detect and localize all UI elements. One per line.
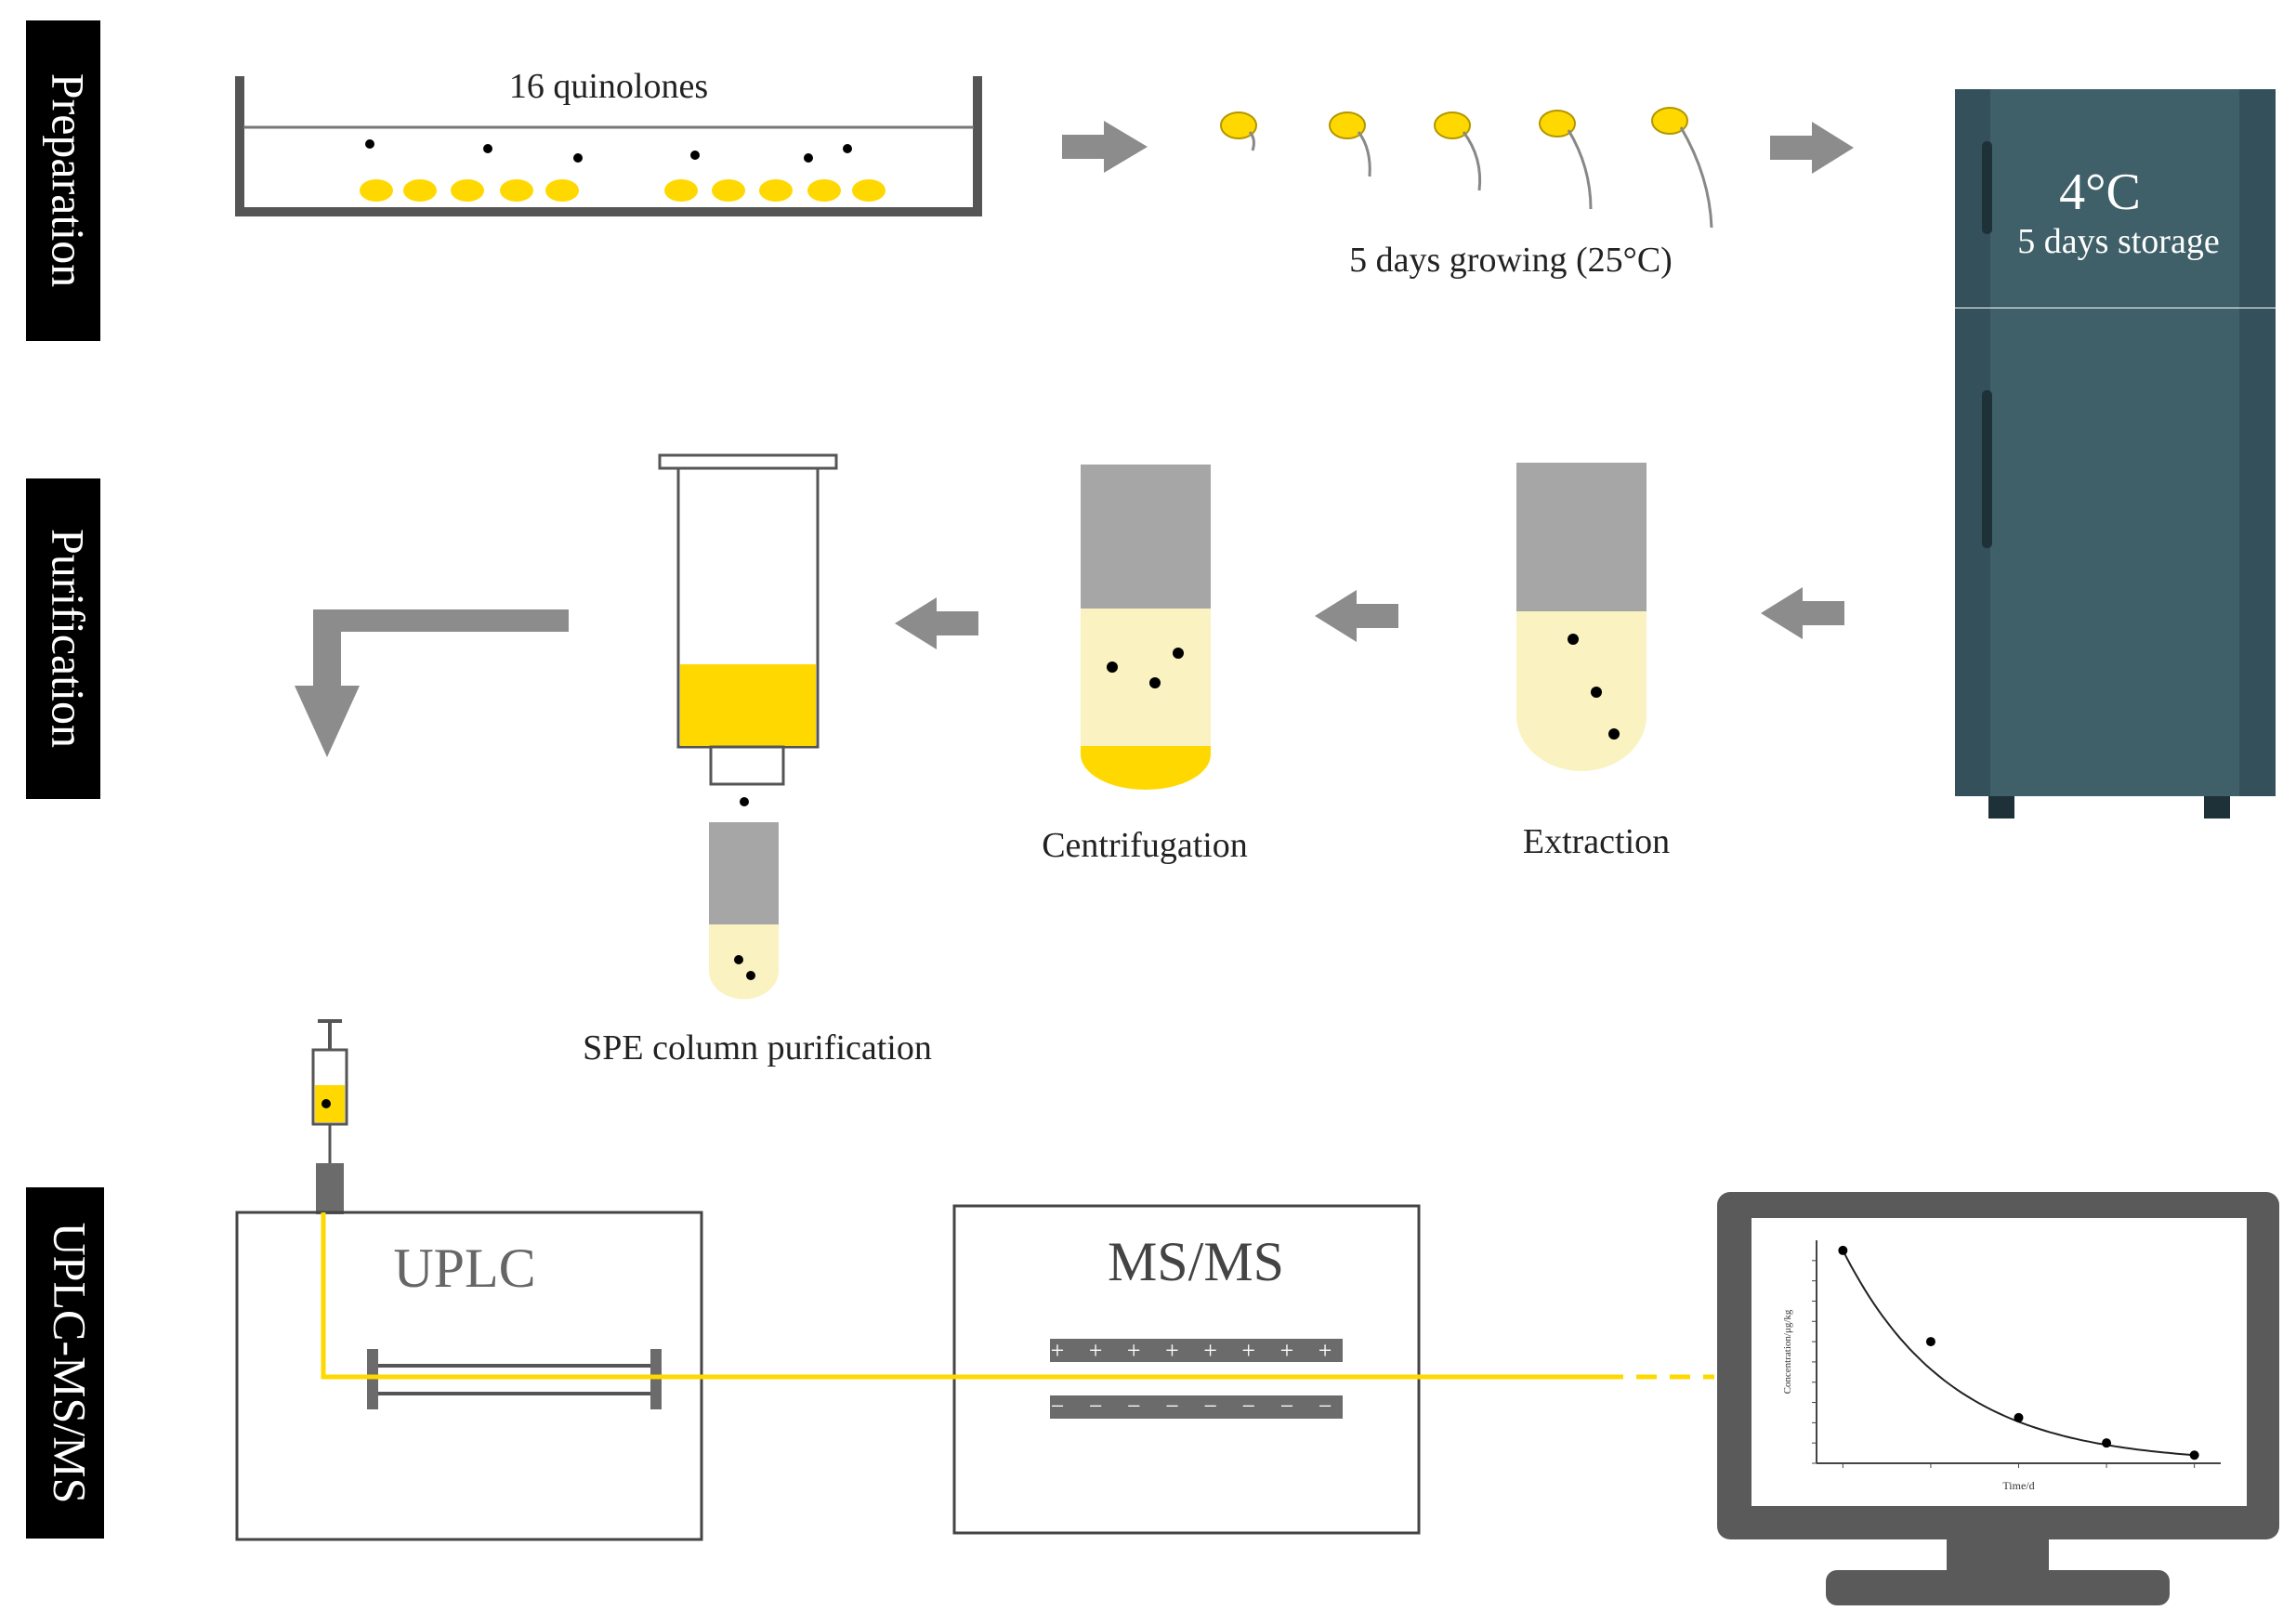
arrow-down-bend [295,609,569,757]
negative-plate [1050,1395,1343,1419]
chart-point [1925,1337,1935,1347]
centrifugation-label: Centrifugation [1042,826,1248,865]
spe-column: SPE column purification [583,453,932,1067]
chart-ylabel: Concentration/μg/kg [1782,1309,1793,1394]
monitor-icon: Time/d Concentration/μg/kg [1717,1192,2279,1605]
stage-label-text: UPLC-MS/MS [45,1223,97,1504]
chart-point [2102,1438,2112,1448]
stage-label-analysis: UPLC-MS/MS [26,1187,104,1539]
stage-label-preparation: Preparation [26,20,100,341]
arrow-right [1770,122,1854,174]
chart-xlabel: Time/d [2002,1479,2034,1492]
syringe-icon [311,1019,348,1214]
arrow-left [895,597,978,649]
chart-point [2189,1450,2199,1460]
soaking-tray: 16 quinolones [235,67,982,216]
stage-label-text: Preparation [43,73,95,287]
spe-label: SPE column purification [583,1028,932,1067]
arrow-right [1062,121,1148,173]
chart-point [1838,1245,1848,1255]
arrow-left [1315,590,1398,642]
tray-label: 16 quinolones [509,67,708,106]
extraction-label: Extraction [1523,822,1670,861]
negative-signs: − − − − − − − − [1051,1393,1342,1420]
positive-signs: + + + + + + + + [1051,1337,1342,1364]
positive-plate [1050,1339,1343,1362]
msms-box: MS/MS + + + + + + + + − − − − − − − − [952,1204,1421,1535]
fridge-label: 5 days storage [2017,222,2219,261]
sample-flow-line [321,1212,1714,1380]
quinolone-dots [365,139,852,163]
decay-chart: Time/d Concentration/μg/kg [1782,1240,2221,1492]
extraction-tube: Extraction [1516,463,1670,861]
chart-point [2014,1412,2024,1422]
stage-label-text: Purification [43,529,95,748]
uplc-label: UPLC [393,1238,535,1299]
centrifugation-tube: Centrifugation [1042,465,1248,865]
refrigerator-icon: 4°C 5 days storage [1955,89,2276,819]
fridge-temperature: 4°C [2059,164,2141,221]
growing-label: 5 days growing (25°C) [1349,241,1673,280]
seeds [360,179,886,202]
stage-label-purification: Purification [26,478,100,799]
sprouts: 5 days growing (25°C) [1220,107,1713,280]
arrow-left [1761,587,1844,639]
msms-label: MS/MS [1108,1231,1284,1292]
